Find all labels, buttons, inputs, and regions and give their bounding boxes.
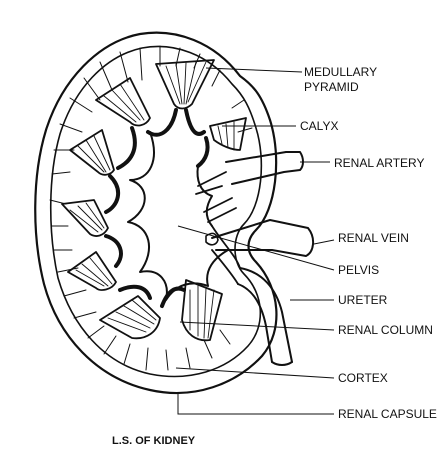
medullary-pyramid [99, 295, 161, 340]
medullary-pyramid [181, 279, 223, 342]
diagram-caption: L.S. OF KIDNEY [112, 435, 196, 447]
cortex-inner-outline [49, 45, 263, 378]
leader-lines [175, 67, 335, 415]
label-renal-artery: RENAL ARTERY [334, 156, 424, 170]
renal-capsule-outline [34, 31, 278, 394]
medullary-pyramids [61, 59, 247, 342]
hilum-vessels [195, 151, 314, 366]
label-pelvis: PELVIS [338, 263, 379, 277]
ureter [237, 267, 293, 363]
renal-vein [211, 219, 314, 257]
medullary-pyramid [95, 77, 151, 127]
label-renal-capsule: RENAL CAPSULE [338, 407, 437, 421]
label-medullary-pyramid-line1: MEDULLARY [304, 65, 377, 79]
renal-pelvis-calyces [104, 108, 229, 308]
diagram-labels: MEDULLARY PYRAMID CALYX RENAL ARTERY REN… [112, 65, 437, 447]
medullary-pyramid [67, 251, 117, 291]
label-ureter: URETER [338, 293, 388, 307]
label-cortex: CORTEX [338, 371, 388, 385]
label-renal-column: RENAL COLUMN [338, 323, 433, 337]
medullary-pyramid [209, 117, 247, 151]
medullary-pyramid [61, 199, 109, 237]
label-renal-vein: RENAL VEIN [338, 231, 409, 245]
label-medullary-pyramid-line2: PYRAMID [304, 80, 359, 94]
renal-artery [225, 151, 304, 185]
medullary-pyramid [155, 59, 215, 110]
label-calyx: CALYX [300, 119, 338, 133]
medullary-pyramid [69, 129, 115, 176]
